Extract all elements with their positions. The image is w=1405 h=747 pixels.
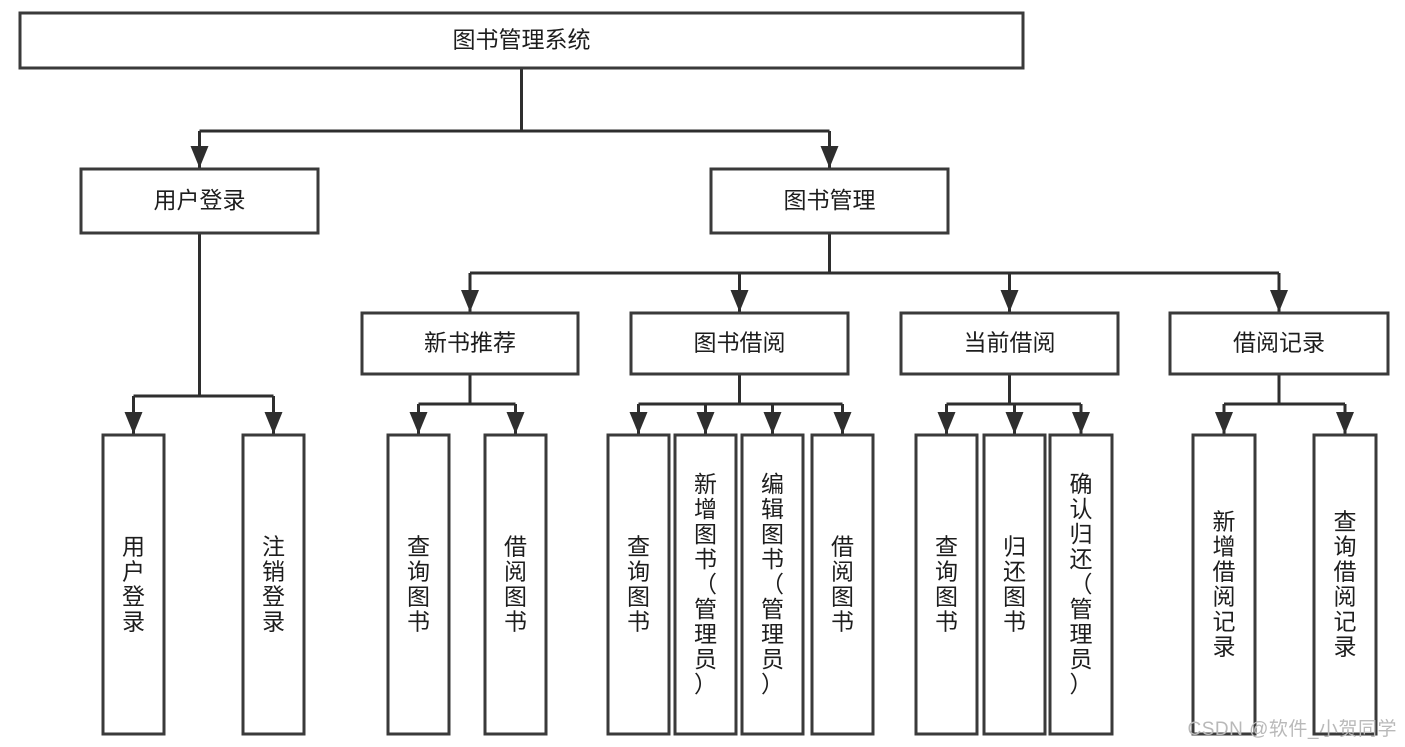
node-label: 归还图书 <box>1003 534 1026 635</box>
node-level2-借阅记录[interactable]: 借阅记录 <box>1168 311 1390 376</box>
arrow-head-icon <box>461 290 479 312</box>
arrow-head-icon <box>264 412 283 434</box>
node-label: 查询借阅记录 <box>1334 509 1357 660</box>
node-leaf-8-查询图书[interactable]: 查询图书 <box>914 433 979 736</box>
node-label: 新书推荐 <box>424 330 516 356</box>
node-label: 用户登录 <box>122 534 145 635</box>
node-label: 编辑图书（管理员） <box>761 471 784 697</box>
node-leaf-2-查询图书[interactable]: 查询图书 <box>386 433 451 736</box>
arrow-head-icon <box>124 412 143 434</box>
arrow-head-icon <box>1336 412 1354 434</box>
arrow-head-icon <box>1215 412 1233 434</box>
node-leaf-10-确认归还管理员[interactable]: 确认归还（管理员） <box>1048 433 1114 736</box>
node-leaf-4-查询图书[interactable]: 查询图书 <box>606 433 671 736</box>
node-level2-当前借阅[interactable]: 当前借阅 <box>899 311 1120 376</box>
node-label: 新增借阅记录 <box>1213 509 1236 660</box>
arrow-head-icon <box>409 412 428 434</box>
node-label: 查询图书 <box>935 534 958 635</box>
node-label: 用户登录 <box>154 187 246 213</box>
node-leaf-7-借阅图书[interactable]: 借阅图书 <box>810 433 875 736</box>
arrow-head-icon <box>820 146 839 168</box>
node-root-图书管理系统[interactable]: 图书管理系统 <box>18 11 1025 70</box>
node-layer: 图书管理系统用户登录图书管理新书推荐图书借阅当前借阅借阅记录用户登录注销登录查询… <box>18 11 1390 736</box>
node-label: 图书管理系统 <box>453 27 591 53</box>
node-label: 借阅图书 <box>504 534 527 635</box>
arrow-head-icon <box>506 412 525 434</box>
arrow-head-icon <box>1270 290 1288 312</box>
node-leaf-11-新增借阅记录[interactable]: 新增借阅记录 <box>1191 433 1257 736</box>
node-label: 借阅图书 <box>831 534 854 635</box>
node-label: 查询图书 <box>627 534 650 635</box>
arrow-head-icon <box>833 412 852 434</box>
arrow-head-icon <box>629 412 648 434</box>
arrow-head-icon <box>190 146 209 168</box>
node-label: 查询图书 <box>407 534 430 635</box>
connector-layer <box>124 68 1354 434</box>
node-level1-图书管理[interactable]: 图书管理 <box>709 167 950 235</box>
node-level2-图书借阅[interactable]: 图书借阅 <box>629 311 850 376</box>
arrow-head-icon <box>937 412 956 434</box>
arrow-head-icon <box>763 412 782 434</box>
node-label: 图书借阅 <box>694 330 786 356</box>
node-label: 借阅记录 <box>1233 330 1325 356</box>
watermark-text: CSDN @软件_小贺同学 <box>1187 719 1397 740</box>
arrow-head-icon <box>696 412 715 434</box>
node-leaf-5-新增图书管理员[interactable]: 新增图书（管理员） <box>673 433 738 736</box>
node-leaf-6-编辑图书管理员[interactable]: 编辑图书（管理员） <box>740 433 805 736</box>
node-label: 新增图书（管理员） <box>694 471 717 697</box>
node-level2-新书推荐[interactable]: 新书推荐 <box>360 311 580 376</box>
node-label: 图书管理 <box>784 187 876 213</box>
node-label: 当前借阅 <box>964 330 1056 356</box>
arrow-head-icon <box>1072 412 1090 434</box>
node-leaf-9-归还图书[interactable]: 归还图书 <box>982 433 1047 736</box>
node-level1-用户登录[interactable]: 用户登录 <box>79 167 320 235</box>
node-leaf-1-注销登录[interactable]: 注销登录 <box>241 433 306 736</box>
node-label: 注销登录 <box>262 534 285 635</box>
arrow-head-icon <box>1005 412 1024 434</box>
arrow-head-icon <box>730 290 749 312</box>
node-leaf-0-用户登录[interactable]: 用户登录 <box>101 433 166 736</box>
node-leaf-3-借阅图书[interactable]: 借阅图书 <box>483 433 548 736</box>
arrow-head-icon <box>1000 290 1019 312</box>
node-leaf-12-查询借阅记录[interactable]: 查询借阅记录 <box>1312 433 1378 736</box>
node-label: 确认归还（管理员） <box>1070 471 1093 697</box>
